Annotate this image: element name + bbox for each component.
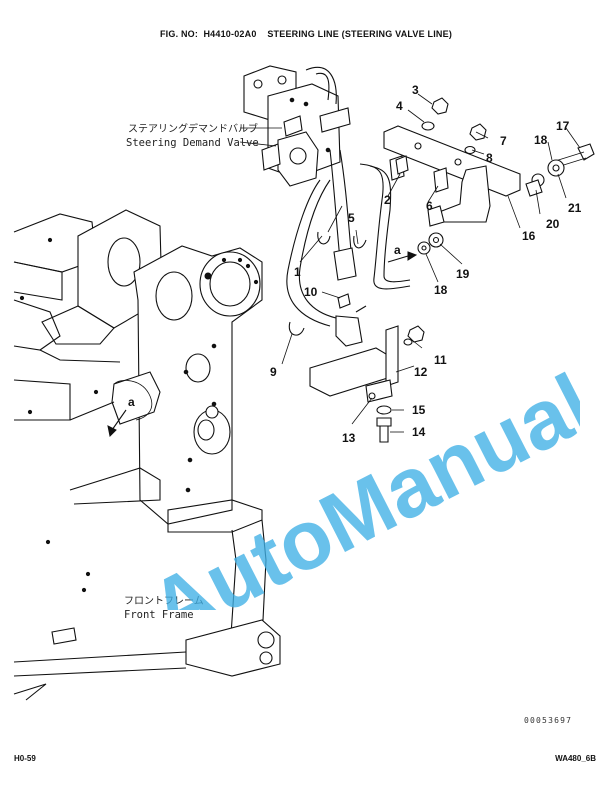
page-number: H0-59 — [14, 754, 36, 763]
callout-21: 21 — [568, 201, 582, 215]
fasteners — [337, 97, 595, 443]
callout-12: 12 — [414, 365, 428, 379]
figure-title: STEERING LINE (STEERING VALVE LINE) — [267, 29, 453, 39]
fig-label: FIG. NO: — [159, 29, 199, 39]
callout-18b: 18 — [434, 283, 448, 297]
steering-valve-label-ja: ステアリングデマンドバルブ — [128, 122, 258, 135]
callout-8: 8 — [486, 151, 493, 165]
callout-16: 16 — [522, 229, 536, 243]
steering-demand-valve — [243, 65, 351, 187]
callout-9: 9 — [270, 365, 277, 379]
callout-1: 1 — [294, 265, 301, 279]
model-code: WA480_6B — [555, 754, 596, 763]
callout-a-hose: a — [394, 243, 401, 257]
front-frame-label-en: Front Frame — [124, 609, 194, 621]
callout-5: 5 — [348, 211, 355, 225]
callouts: 3 4 7 8 17 18 21 20 16 6 2 5 a 1 19 18 1… — [128, 83, 582, 445]
callout-20: 20 — [546, 217, 560, 231]
callout-13: 13 — [342, 431, 356, 445]
fig-number: H4410-02A0 — [203, 29, 257, 39]
callout-a-frame: a — [128, 395, 135, 409]
callout-15: 15 — [412, 403, 426, 417]
callout-6: 6 — [426, 199, 433, 213]
bracket-16 — [383, 125, 521, 227]
front-frame-label-ja: フロントフレーム — [124, 595, 204, 607]
image-id: 00053697 — [524, 716, 573, 725]
callout-2: 2 — [384, 193, 391, 207]
hoses — [286, 149, 411, 347]
callout-11: 11 — [434, 353, 447, 367]
bracket-lower — [309, 325, 399, 403]
callout-4: 4 — [396, 99, 403, 113]
callout-18a: 18 — [534, 133, 548, 147]
callout-7: 7 — [500, 134, 507, 148]
steering-valve-label-en: Steering Demand Valve — [126, 137, 259, 149]
callout-3: 3 — [412, 83, 419, 97]
part-labels: ステアリングデマンドバルブ Steering Demand Valve フロント… — [124, 122, 259, 621]
callout-14: 14 — [412, 425, 426, 439]
front-frame — [13, 209, 281, 701]
figure-header: FIG. NO: H4410-02A0 STEERING LINE (STEER… — [0, 29, 612, 39]
leader-lines — [107, 93, 581, 438]
callout-19: 19 — [456, 267, 470, 281]
callout-17: 17 — [556, 119, 570, 133]
callout-10: 10 — [304, 285, 318, 299]
